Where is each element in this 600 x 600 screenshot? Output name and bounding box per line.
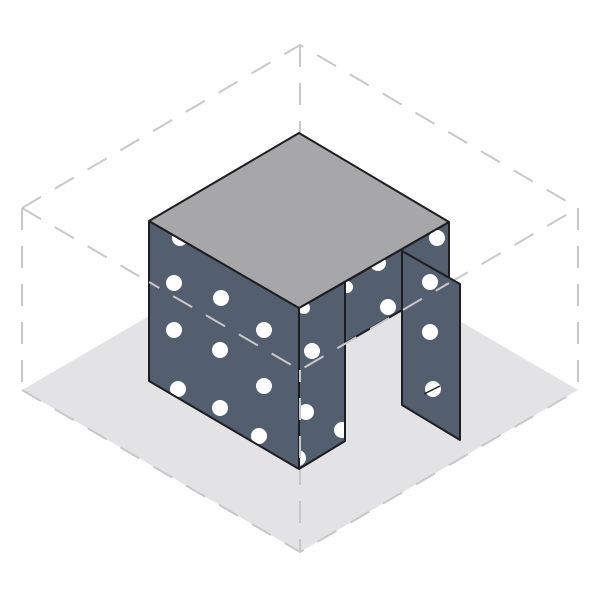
open-flap xyxy=(401,250,461,441)
front-guide-lines xyxy=(148,281,450,469)
left-wall xyxy=(148,220,300,470)
top-face xyxy=(148,132,450,309)
